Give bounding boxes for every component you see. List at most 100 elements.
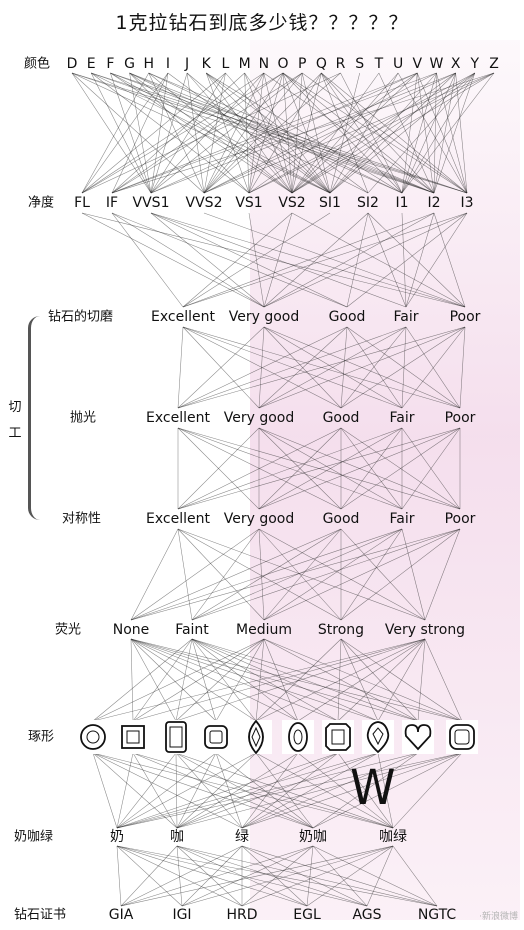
connector-line — [130, 638, 257, 722]
tier-label-cut: 钻石的切磨 — [48, 309, 114, 325]
connector-line — [81, 72, 226, 194]
connector-line — [116, 752, 379, 829]
connector-line — [81, 212, 466, 308]
connector-line — [176, 752, 217, 829]
connector-line — [116, 845, 122, 907]
connector-line — [130, 638, 419, 722]
connector-line — [116, 752, 419, 829]
connector-line — [241, 752, 419, 829]
option-cut: Fair — [393, 309, 419, 325]
connector-line — [129, 72, 152, 194]
page-title: 1克拉钻石到底多少钱？？？？？ — [115, 12, 409, 34]
connector-line — [203, 72, 322, 194]
connector-line — [248, 72, 418, 194]
connector-line — [329, 72, 475, 194]
connector-line — [263, 326, 342, 409]
connector-line — [150, 72, 418, 194]
option-polish: Poor — [444, 410, 476, 426]
connector-line — [203, 72, 456, 194]
connector-line — [401, 72, 418, 194]
option-symmetry: Good — [322, 511, 360, 527]
connector-line — [132, 638, 193, 722]
tier-label-certificate: 钻石证书 — [14, 907, 67, 923]
option-color: O — [277, 56, 289, 72]
connector-line — [175, 752, 178, 829]
tier-label-tint: 奶咖绿 — [14, 829, 54, 845]
connector-line — [258, 427, 461, 510]
connector-line — [291, 72, 456, 194]
connector-line — [258, 326, 466, 409]
connector-line — [175, 638, 265, 722]
connector-line — [148, 72, 435, 194]
connector-line — [81, 72, 264, 194]
connector-line — [401, 72, 456, 194]
option-cut: Excellent — [151, 309, 215, 325]
connector-line — [81, 72, 149, 194]
connector-line — [433, 212, 466, 308]
option-clarity: IF — [105, 195, 119, 211]
option-certificate: NGTC — [417, 907, 457, 923]
connector-line — [191, 638, 299, 722]
connector-line — [177, 528, 426, 621]
connector-line — [203, 72, 437, 194]
option-symmetry: Poor — [444, 511, 476, 527]
connector-line — [175, 638, 426, 722]
connector-line — [263, 528, 342, 621]
connector-line — [150, 212, 407, 308]
connector-line — [132, 638, 426, 722]
connector-line — [215, 752, 243, 829]
connector-line — [130, 638, 217, 722]
connector-line — [297, 638, 426, 722]
option-clarity: VS2 — [278, 195, 306, 211]
connector-line — [175, 752, 243, 829]
option-color: D — [66, 56, 78, 72]
option-symmetry: Fair — [389, 511, 415, 527]
connector-line — [120, 845, 178, 907]
connector-line — [110, 72, 152, 194]
connector-line — [130, 638, 299, 722]
connector-line — [367, 212, 407, 308]
connector-line — [255, 638, 426, 722]
connector-line — [206, 72, 250, 194]
option-clarity: VS1 — [235, 195, 263, 211]
option-certificate: IGI — [172, 907, 192, 923]
connector-line — [191, 528, 260, 621]
connector-line — [120, 845, 243, 907]
connector-line — [176, 752, 339, 829]
connector-line — [111, 72, 169, 194]
connector-line — [282, 72, 403, 194]
marquise-icon — [240, 719, 272, 755]
connector-line — [263, 72, 293, 194]
connector-line — [111, 72, 245, 194]
connector-line — [203, 72, 303, 194]
connector-line — [436, 72, 468, 194]
option-color: J — [185, 56, 190, 72]
connector-line — [81, 212, 265, 308]
connector-line — [291, 72, 399, 194]
connector-line — [263, 638, 299, 722]
cut-group-label: 切工 — [6, 395, 24, 447]
option-clarity: SI2 — [357, 195, 379, 211]
option-clarity: VVS1 — [132, 195, 170, 211]
connector-line — [116, 752, 339, 829]
connector-line — [111, 72, 284, 194]
connector-line — [329, 72, 399, 194]
connector-line — [258, 427, 403, 510]
tier-label-fluorescence: 荧光 — [55, 622, 82, 638]
connector-line — [312, 752, 463, 829]
connector-line — [346, 212, 468, 308]
connector-line — [71, 72, 468, 194]
option-tint: 奶 — [110, 829, 124, 845]
connector-line — [90, 72, 152, 194]
tier-label-polish: 抛光 — [70, 410, 97, 426]
connector-line — [248, 72, 322, 194]
connector-line — [182, 212, 293, 308]
connector-line — [433, 72, 437, 194]
option-polish: Fair — [389, 410, 415, 426]
connector-line — [81, 72, 284, 194]
connector-line — [176, 752, 463, 829]
connector-line — [186, 72, 331, 194]
connector-line — [258, 427, 342, 510]
connector-line — [130, 638, 379, 722]
option-fluorescence: Very strong — [384, 622, 466, 638]
